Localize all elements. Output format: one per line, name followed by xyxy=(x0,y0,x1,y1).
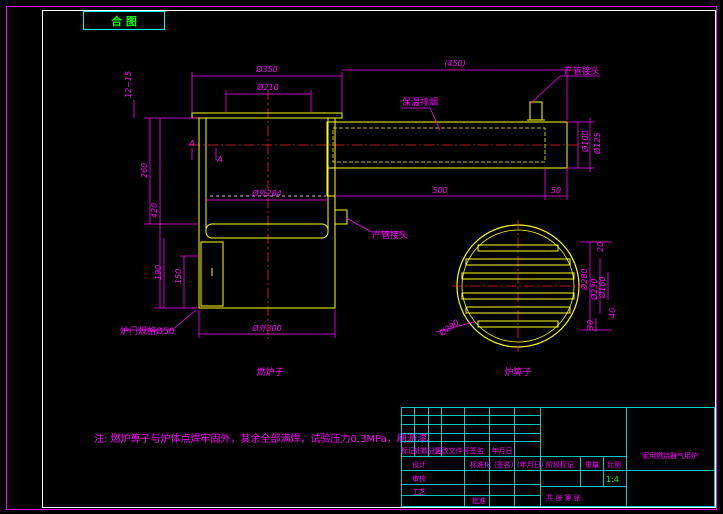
grate-band xyxy=(205,223,329,239)
dim-r280: Ø280 xyxy=(579,268,589,291)
tb-col-sign: 签名 xyxy=(470,446,484,455)
technical-note: 注: 燃炉箅子与炉体点焊牢固外，其余全部满焊，试验压力0.3MPa，刷沥漆。 xyxy=(94,432,437,445)
tb-design: 设计 xyxy=(412,460,426,469)
callout-furnace-door: 炉门规格Ø50 xyxy=(120,325,175,337)
header-title: 合 图 xyxy=(111,14,137,28)
furnace-lid xyxy=(191,112,343,119)
dim-500: 500 xyxy=(432,186,447,195)
dimension-lines xyxy=(122,66,600,338)
dim-d350: Ø350 xyxy=(255,64,278,74)
tb-approve: 批准 xyxy=(472,496,486,505)
dim-d100: Ø100 xyxy=(580,130,590,153)
dim-150: 150 xyxy=(174,269,183,284)
dim-190: 190 xyxy=(154,265,163,280)
dim-20: 20 xyxy=(596,242,605,252)
dim-r160: Ø160 xyxy=(597,276,607,299)
tb-weight: 重量 xyxy=(585,461,599,469)
tb-stage: 阶段标记 xyxy=(546,460,574,469)
dim-d125: Ø125 xyxy=(592,132,602,155)
callout-pipe-connector-top: 产管接头 xyxy=(564,65,600,77)
tb-scale: 比例 xyxy=(607,460,621,469)
grate-view: Ø280 Ø230 Ø160 20 40 30 Ø290 xyxy=(435,220,617,352)
grate-view-label: 炉箅子 xyxy=(504,366,531,378)
flue-pipe-outer xyxy=(326,121,568,169)
side-pipe-connector xyxy=(334,209,348,225)
dim-d300: Ø外300 xyxy=(251,323,282,333)
furnace-shell xyxy=(198,117,336,309)
dim-r290: Ø290 xyxy=(437,317,461,338)
dim-d210: Ø210 xyxy=(256,82,279,92)
tb-sheets: 共 张 第 张 xyxy=(546,493,581,502)
top-pipe-connector xyxy=(529,101,543,121)
header-box xyxy=(83,11,165,30)
inner-frame xyxy=(42,10,716,508)
tb-date: (年月日) xyxy=(517,460,544,469)
callout-pipe-connector-side: 产管接头 xyxy=(372,229,408,241)
title-block: 标记 处数 分区 更改文件号 签名 年月日 设计 标准化 (签名) (年月日) … xyxy=(401,407,715,507)
tb-process: 工艺 xyxy=(412,488,426,496)
tb-review: 审核 xyxy=(412,474,426,483)
grate-bars xyxy=(461,244,575,328)
dim-30: 30 xyxy=(586,320,595,330)
dim-12-15: 12~15 xyxy=(124,71,133,98)
tb-col-change: 更改文件号 xyxy=(435,446,470,455)
tb-col-mark: 标记 xyxy=(401,446,415,455)
tb-standardization: 标准化 xyxy=(470,460,491,469)
tb-col-zone: 分区 xyxy=(428,446,442,455)
tb-scale-value: 1:4 xyxy=(606,475,619,484)
section-mark-a-right: A xyxy=(216,155,222,164)
dim-420: 420 xyxy=(150,203,159,218)
dim-40: 40 xyxy=(608,308,617,318)
dim-260: 260 xyxy=(140,163,149,178)
dim-50: 50 xyxy=(551,186,561,195)
dim-d284: Ø外284 xyxy=(251,188,282,198)
dim-r230: Ø230 xyxy=(589,278,599,301)
tb-sign: (签名) xyxy=(494,460,514,469)
furnace-view: Ø350 (450) Ø210 Ø外284 Ø外300 500 50 12~15… xyxy=(120,59,602,340)
tb-drawing-title: 家用燃烧器气用炉 xyxy=(642,451,698,460)
section-mark-a-left: A xyxy=(188,139,194,148)
outer-frame xyxy=(6,6,717,510)
tb-col-count: 处数 xyxy=(414,446,428,455)
furnace-door xyxy=(200,241,224,307)
main-view-label: 燃炉子 xyxy=(256,366,283,378)
callout-guide-pipe: 保温排烟 xyxy=(402,96,438,108)
dim-d450: (450) xyxy=(444,59,466,68)
tb-col-date: 年月日 xyxy=(492,446,513,455)
